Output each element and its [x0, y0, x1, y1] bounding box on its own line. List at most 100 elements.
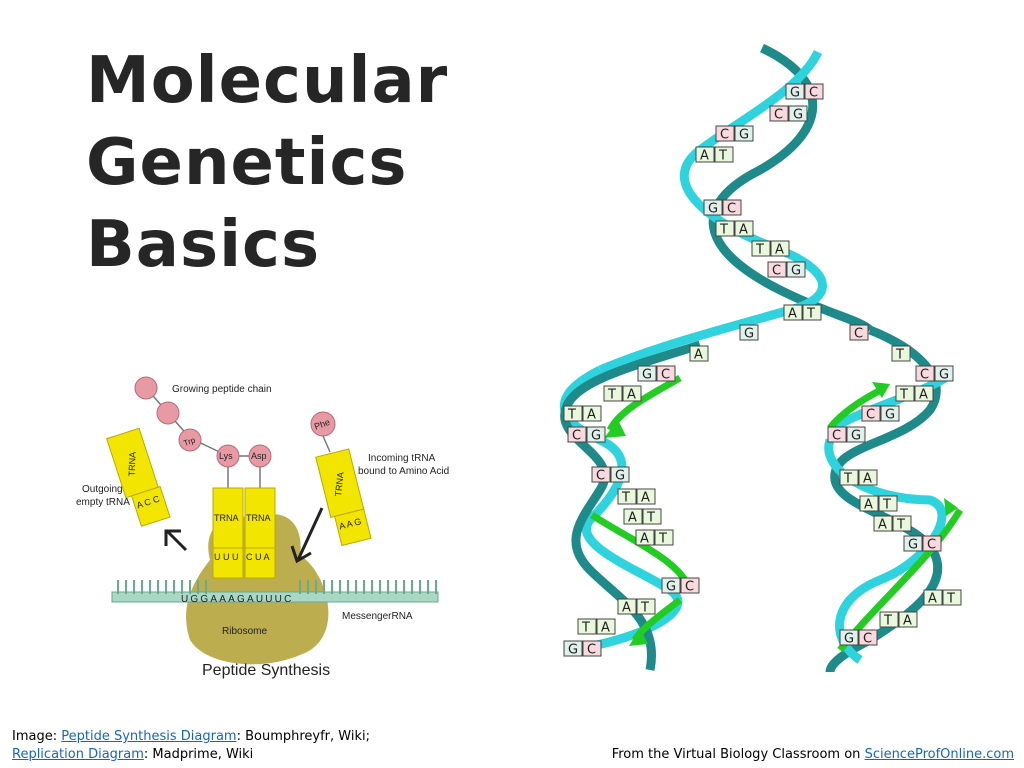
base-a	[617, 598, 637, 615]
trp-label: Trp	[182, 435, 197, 448]
scienceprofonline-link[interactable]: ScienceProfOnline.com	[864, 747, 1014, 762]
base-a	[873, 515, 893, 532]
base-c	[769, 105, 789, 122]
svg-text:TRNA: TRNA	[246, 513, 271, 523]
base-letter: T	[646, 511, 655, 526]
base-c	[861, 405, 881, 422]
base-letter: C	[685, 580, 694, 595]
base-letter: T	[567, 408, 576, 423]
base-letter: A	[628, 511, 637, 526]
base-letter: G	[642, 368, 652, 383]
fork-right-base-0: C	[849, 324, 869, 342]
base-letter: G	[885, 408, 895, 423]
base-a	[770, 240, 790, 257]
base-letter: A	[878, 518, 887, 533]
base-c	[567, 426, 587, 443]
base-letter: G	[615, 469, 625, 484]
base-t	[636, 598, 656, 615]
base-letter: G	[793, 108, 803, 123]
base-a	[923, 589, 943, 606]
base-g	[788, 105, 808, 122]
base-letter: G	[591, 429, 601, 444]
base-g	[739, 324, 759, 341]
base-letter: C	[587, 643, 596, 658]
base-a	[914, 385, 934, 402]
base-c	[827, 426, 847, 443]
base-letter: A	[863, 472, 872, 487]
lys-label: Lys	[219, 451, 233, 461]
base-letter: T	[581, 621, 590, 636]
base-letter: G	[939, 368, 949, 383]
peptide-diagram-link[interactable]: Peptide Synthesis Diagram	[61, 729, 237, 744]
trna-lys: TRNA U U U	[212, 487, 244, 579]
base-g	[563, 640, 583, 657]
base-g	[934, 365, 954, 382]
slide-title: Molecular Genetics Basics	[86, 40, 506, 286]
base-letter: A	[903, 614, 912, 629]
new-strand-arrows	[604, 382, 958, 646]
replication-diagram-link[interactable]: Replication Diagram	[12, 747, 144, 762]
amino-acid-2	[156, 401, 180, 425]
trna-asp: TRNA C U A	[244, 487, 276, 579]
base-letter: T	[896, 518, 905, 533]
base-letter: G	[908, 538, 918, 553]
left-daughter-old-strand	[559, 365, 683, 655]
base-letter: G	[790, 86, 800, 101]
base-c	[656, 365, 676, 382]
base-letter: A	[700, 149, 709, 164]
base-letter: A	[864, 498, 873, 513]
mrna-label: MessengerRNA	[342, 611, 413, 622]
fork-left-base-0: G	[739, 324, 759, 342]
base-letter: A	[739, 223, 748, 238]
anticodon-cua: C U A	[246, 552, 270, 562]
outgoing-label-1: Outgoing	[82, 484, 123, 495]
base-c	[767, 261, 787, 278]
base-letter: A	[919, 388, 928, 403]
base-c	[582, 640, 602, 657]
base-g	[903, 535, 923, 552]
outgoing-trna: TRNA A C C	[106, 427, 171, 527]
base-letter: A	[640, 532, 649, 547]
svg-text:TRNA: TRNA	[333, 472, 346, 497]
amino-acid-1	[134, 376, 158, 400]
left-daughter-dark-strand	[560, 340, 702, 671]
peptide-synthesis-caption: Peptide Synthesis	[202, 662, 330, 679]
base-a	[695, 146, 715, 163]
base-t	[895, 385, 915, 402]
base-letter: T	[718, 149, 727, 164]
base-a	[858, 469, 878, 486]
fork-right-base-1: T	[891, 345, 911, 363]
base-letter: A	[788, 307, 797, 322]
base-t	[751, 240, 771, 257]
base-letter: T	[755, 243, 764, 258]
base-letter: C	[774, 108, 783, 123]
base-letter: G	[568, 643, 578, 658]
base-g	[637, 365, 657, 382]
base-letter: G	[844, 632, 854, 647]
base-g	[734, 125, 754, 142]
base-letter: C	[927, 538, 936, 553]
base-c	[804, 83, 824, 100]
base-letter: G	[791, 264, 801, 279]
base-letter: C	[720, 128, 729, 143]
base-g	[880, 405, 900, 422]
base-g	[785, 83, 805, 100]
base-g	[786, 261, 806, 278]
base-a	[734, 220, 754, 237]
title-line-3: Basics	[86, 208, 321, 282]
incoming-label-2: bound to Amino Acid	[358, 466, 449, 477]
